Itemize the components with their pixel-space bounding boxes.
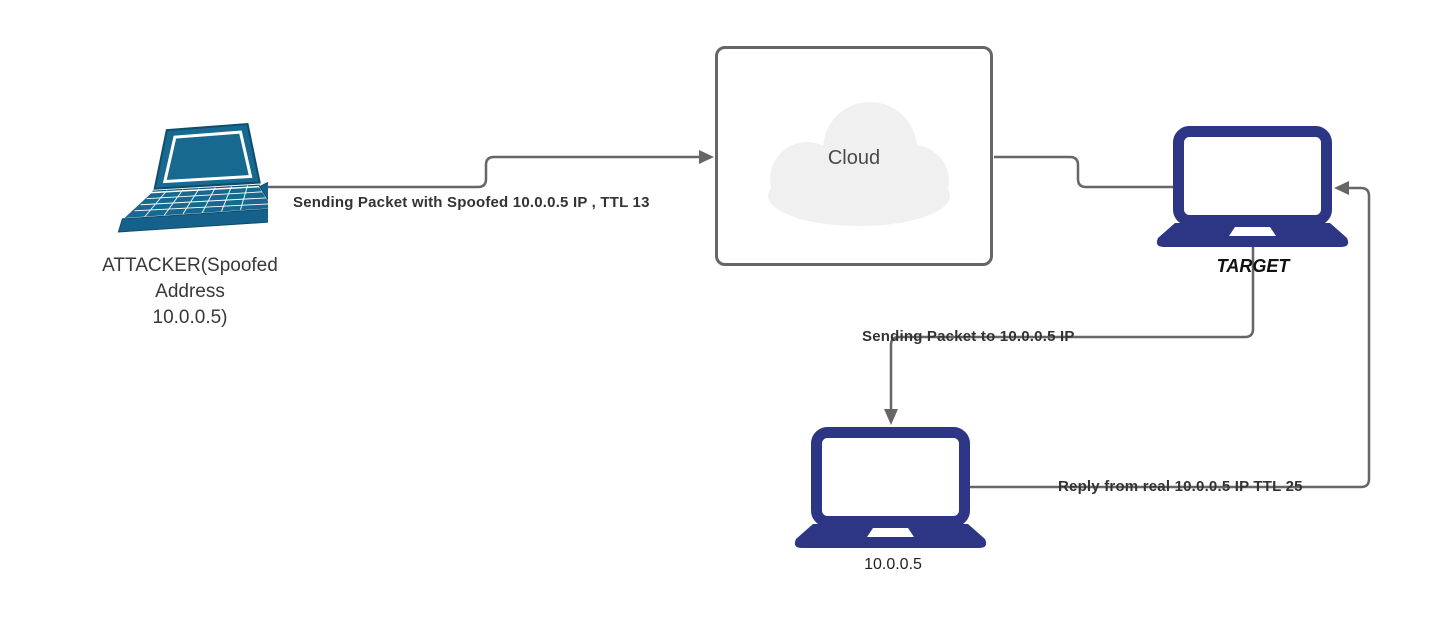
edge-label-attacker-to-cloud: Sending Packet with Spoofed 10.0.0.5 IP …: [293, 194, 650, 211]
edge-label-target-to-host: Sending Packet to 10.0.0.5 IP: [862, 328, 1075, 345]
real-host-label: 10.0.0.5: [864, 556, 922, 573]
cloud-icon: [768, 102, 950, 226]
attacker-laptop-icon: [117, 122, 268, 233]
attacker-label: ATTACKER(Spoofed Address 10.0.0.5): [85, 253, 295, 331]
attacker-label-line3: 10.0.0.5): [152, 307, 228, 328]
attacker-label-line2: Address: [155, 281, 225, 302]
edge-attacker-to-cloud: [264, 155, 700, 189]
real-host-laptop-icon: [794, 427, 987, 548]
arrowhead-into-cloud: [699, 150, 714, 164]
attacker-label-line1: ATTACKER(Spoofed: [102, 255, 278, 276]
target-label: TARGET: [1216, 256, 1290, 276]
edge-host-to-target: [968, 186, 1371, 489]
edge-cloud-to-target: [994, 155, 1174, 189]
edge-target-to-host: [889, 245, 1255, 410]
cloud-label: Cloud: [827, 147, 881, 169]
arrowhead-into-host: [884, 409, 898, 425]
target-laptop-icon: [1156, 126, 1349, 247]
cloud-node: Cloud: [715, 46, 993, 266]
edge-label-host-to-target: Reply from real 10.0.0.5 IP TTL 25: [1058, 478, 1303, 495]
arrowhead-into-target: [1334, 181, 1349, 195]
